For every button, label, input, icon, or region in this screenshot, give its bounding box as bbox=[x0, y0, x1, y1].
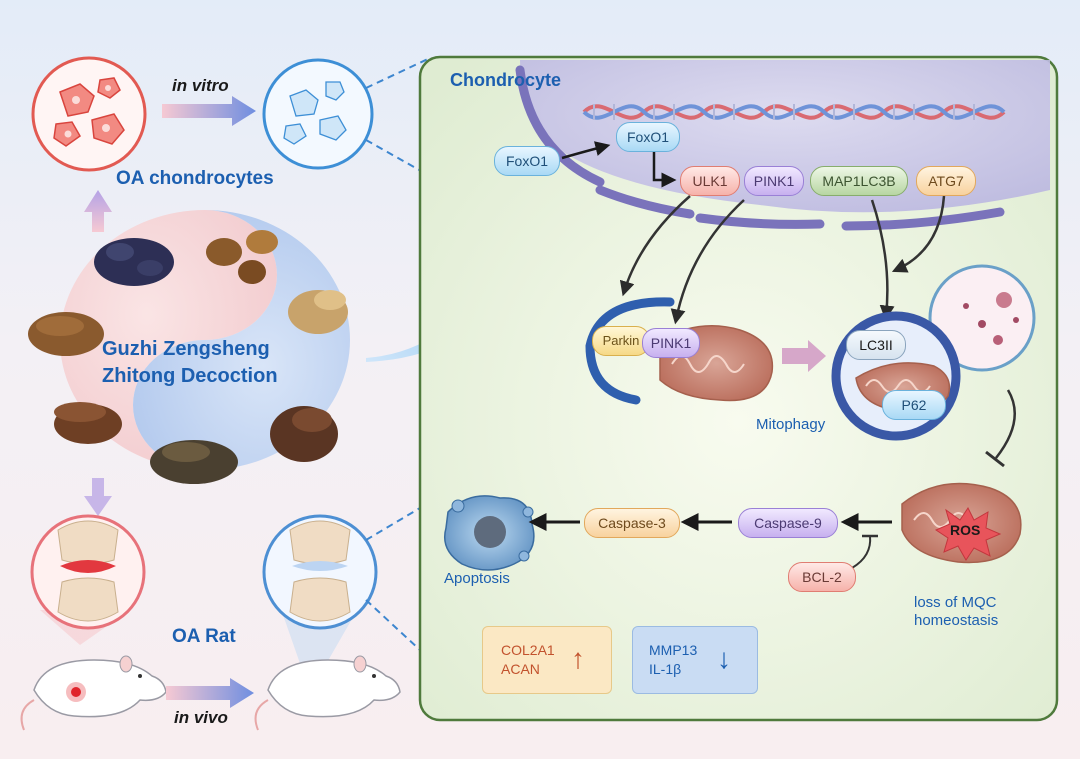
herb-pile-seeds bbox=[28, 312, 104, 356]
in-vitro-arrow bbox=[162, 96, 256, 126]
herb-pile-dried-pieces bbox=[288, 290, 348, 334]
decoction-title-line1: Guzhi Zengsheng bbox=[102, 338, 270, 360]
upregulated-markers-box: COL2A1 ACAN ↑ bbox=[482, 626, 612, 694]
downregulated-markers-box: MMP13 IL-1β ↓ bbox=[632, 626, 758, 694]
up-arrow-icon: ↑ bbox=[571, 643, 585, 674]
parkin-pill: Parkin bbox=[592, 326, 650, 356]
oa-rat-illustration bbox=[20, 655, 167, 731]
ulk1-pill: ULK1 bbox=[680, 166, 740, 196]
treated-rat-illustration bbox=[254, 655, 401, 731]
in-vivo-label: in vivo bbox=[174, 708, 228, 727]
herb-pile-twigs bbox=[270, 406, 338, 462]
pink1-mitochondria-pill: PINK1 bbox=[642, 328, 700, 358]
caspase9-pill: Caspase-9 bbox=[738, 508, 838, 538]
ros-label: ROS bbox=[950, 522, 981, 538]
il1b-marker: IL-1β bbox=[649, 661, 682, 677]
apoptotic-cell bbox=[444, 495, 535, 571]
damaged-mitochondrion-ros bbox=[901, 482, 1022, 564]
bcl2-pill: BCL-2 bbox=[788, 562, 856, 592]
oa-chondrocytes-label: OA chondrocytes bbox=[116, 168, 274, 189]
lc3ii-pill: LC3II bbox=[846, 330, 906, 360]
treated-knee-joint-circle bbox=[262, 514, 378, 692]
chondrocyte-label: Chondrocyte bbox=[450, 70, 562, 90]
bcl2-inhibits-caspase9 bbox=[851, 535, 872, 569]
mitophagy-label: Mitophagy bbox=[756, 416, 826, 433]
oa-knee-joint-circle bbox=[30, 514, 146, 645]
acan-marker: ACAN bbox=[501, 661, 540, 677]
decoction-to-rat-arrow bbox=[84, 478, 112, 516]
herb-pile-dark-berries bbox=[94, 238, 174, 286]
pink1-to-pink1-arrow bbox=[670, 199, 745, 325]
ulk1-to-parkin-arrow bbox=[619, 195, 691, 297]
foxo1-nucleus-pill: FoxO1 bbox=[616, 122, 680, 152]
herb-pile-root-slices bbox=[206, 230, 278, 284]
loss-of-mqc-label-line1: loss of MQC bbox=[914, 594, 997, 611]
foxo1-translocation-arrow bbox=[561, 141, 611, 160]
in-vivo-arrow bbox=[166, 678, 254, 708]
herb-pile-brown-roots bbox=[54, 402, 122, 444]
phagophore-membrane bbox=[585, 297, 675, 405]
mmp13-marker: MMP13 bbox=[649, 642, 698, 658]
col2a1-marker: COL2A1 bbox=[501, 642, 555, 658]
apoptosis-label: Apoptosis bbox=[444, 570, 510, 587]
pink1-gene-pill: PINK1 bbox=[744, 166, 804, 196]
caspase3-pill: Caspase-3 bbox=[584, 508, 680, 538]
map1lc3b-pill: MAP1LC3B bbox=[810, 166, 908, 196]
atg7-to-lc3ii-arrow bbox=[891, 195, 946, 273]
oa-chondrocytes-cell-circle bbox=[31, 56, 147, 172]
down-arrow-icon: ↓ bbox=[717, 643, 731, 674]
herb-pile-dried-leaves bbox=[150, 440, 238, 484]
in-vitro-label: in vitro bbox=[172, 76, 229, 95]
atg7-pill: ATG7 bbox=[916, 166, 976, 196]
foxo1-cytoplasm-pill: FoxO1 bbox=[494, 146, 560, 176]
decoction-title-line2: Zhitong Decoction bbox=[102, 365, 278, 387]
p62-pill: P62 bbox=[882, 390, 946, 420]
autophagy-inhibits-mqc-loss bbox=[995, 389, 1016, 459]
mitophagy-progress-arrow bbox=[782, 340, 826, 372]
decoction-to-cells-arrow bbox=[84, 190, 112, 232]
oa-rat-label: OA Rat bbox=[172, 626, 236, 647]
dna-helix bbox=[582, 104, 1006, 120]
foxo1-transcription-arrow bbox=[652, 148, 677, 188]
map1lc3b-to-lc3ii-arrow bbox=[870, 199, 895, 321]
loss-of-mqc-label-line2: homeostasis bbox=[914, 612, 999, 629]
treated-chondrocytes-cell-circle bbox=[262, 58, 374, 170]
